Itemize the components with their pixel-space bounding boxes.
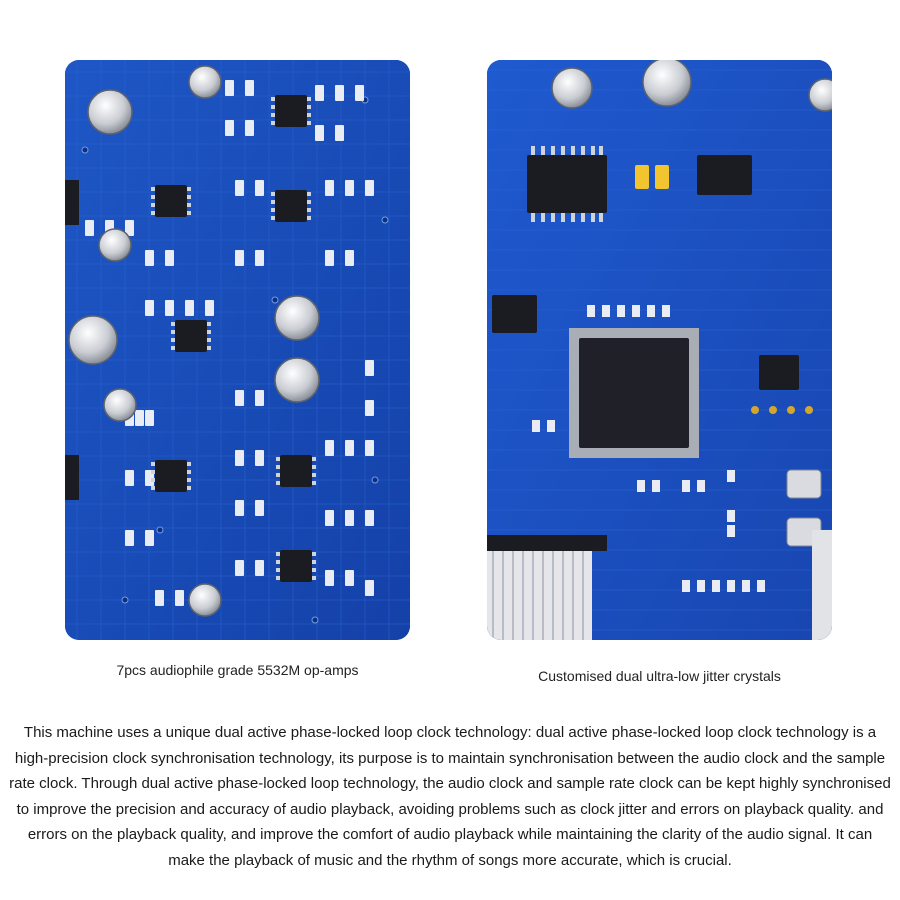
pcb-photo-crystals <box>487 60 832 640</box>
caption-crystals: Customised dual ultra-low jitter crystal… <box>538 668 781 684</box>
opamp-board-illustration <box>65 60 410 640</box>
product-description: This machine uses a unique dual active p… <box>9 724 891 869</box>
pcb-photo-opamps <box>65 60 410 640</box>
crystal-board-illustration <box>487 60 832 640</box>
caption-opamps: 7pcs audiophile grade 5532M op-amps <box>116 662 359 678</box>
